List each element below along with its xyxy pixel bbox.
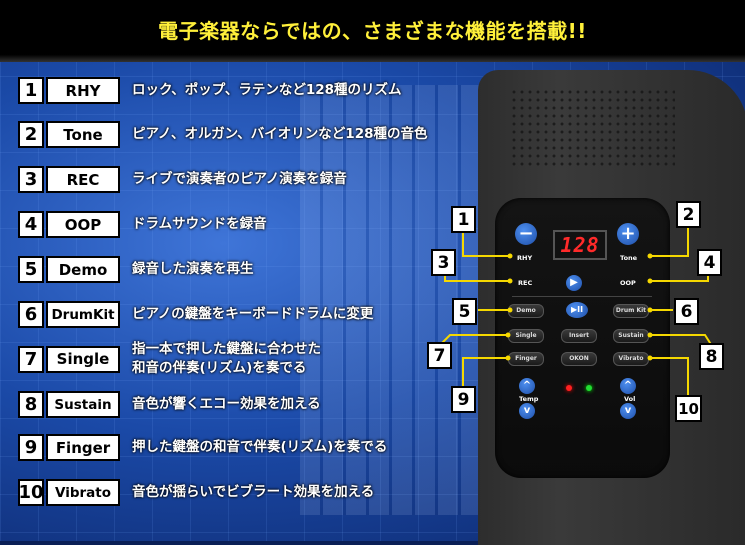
callout-4: 4 bbox=[697, 249, 722, 276]
panel-divider bbox=[512, 296, 652, 297]
feature-description: 音色が響くエコー効果を加える bbox=[132, 395, 321, 414]
play-button[interactable]: ▶ bbox=[566, 275, 582, 291]
callout-2: 2 bbox=[676, 201, 701, 228]
callout-3: 3 bbox=[431, 249, 456, 276]
callout-9: 9 bbox=[451, 386, 476, 413]
callout-10: 10 bbox=[675, 395, 702, 422]
description-line: 録音した演奏を再生 bbox=[132, 261, 254, 277]
description-line: ドラムサウンドを録音 bbox=[132, 216, 267, 232]
feature-label: OOP bbox=[46, 211, 120, 238]
feature-label: Demo bbox=[46, 256, 120, 283]
rhy-label: RHY bbox=[517, 254, 533, 262]
description-line: ロック、ポップ、ラテンなど128種のリズム bbox=[132, 82, 402, 98]
feature-label: Sustain bbox=[46, 391, 120, 418]
feature-description: ドラムサウンドを録音 bbox=[132, 215, 267, 234]
vol-up-button[interactable]: ^ bbox=[620, 378, 636, 394]
description-line: 押した鍵盤の和音で伴奏(リズム)を奏でる bbox=[132, 439, 388, 455]
red-led bbox=[566, 385, 572, 391]
header-bar bbox=[0, 0, 745, 62]
feature-number: 4 bbox=[18, 211, 44, 238]
feature-label: Vibrato bbox=[46, 479, 120, 506]
temp-down-button[interactable]: v bbox=[519, 403, 535, 419]
vol-down-button[interactable]: v bbox=[620, 403, 636, 419]
feature-description: 押した鍵盤の和音で伴奏(リズム)を奏でる bbox=[132, 438, 387, 457]
description-line: ライブで演奏者のピアノ演奏を録音 bbox=[132, 171, 347, 187]
feature-number: 9 bbox=[18, 434, 44, 461]
feature-number: 10 bbox=[18, 479, 44, 506]
sustain-button[interactable]: Sustain bbox=[613, 329, 649, 343]
green-led bbox=[586, 385, 592, 391]
insert-button[interactable]: Insert bbox=[561, 329, 597, 343]
okon-button[interactable]: OKON bbox=[561, 352, 597, 366]
description-line: 和音の伴奏(リズム)を奏でる bbox=[132, 360, 307, 376]
line-2 bbox=[650, 218, 689, 257]
feature-label: Tone bbox=[46, 121, 120, 148]
feature-description: 録音した演奏を再生 bbox=[132, 260, 254, 279]
feature-label: REC bbox=[46, 166, 120, 193]
piano-keys-backdrop bbox=[300, 85, 480, 515]
feature-number: 7 bbox=[18, 345, 44, 373]
feature-description: ライブで演奏者のピアノ演奏を録音 bbox=[132, 170, 347, 189]
callout-8: 8 bbox=[699, 343, 724, 370]
line-10 bbox=[650, 357, 689, 397]
line-1 bbox=[462, 232, 510, 257]
description-line: 指一本で押した鍵盤に合わせた bbox=[132, 341, 321, 357]
single-button[interactable]: Single bbox=[508, 329, 544, 343]
callout-6: 6 bbox=[674, 298, 699, 325]
feature-description: ピアノの鍵盤をキーボードドラムに変更 bbox=[132, 305, 373, 324]
feature-label: DrumKit bbox=[46, 301, 120, 328]
temp-label: Temp bbox=[519, 395, 539, 403]
playpause-button[interactable]: ▶II bbox=[566, 302, 588, 318]
feature-label: Single bbox=[46, 345, 120, 373]
feature-label: RHY bbox=[46, 77, 120, 104]
feature-number: 1 bbox=[18, 77, 44, 104]
feature-description: 音色が揺らいでビブラート効果を加える bbox=[132, 483, 374, 502]
description-line: 音色が揺らいでビブラート効果を加える bbox=[132, 484, 375, 500]
plus-button[interactable]: + bbox=[617, 223, 639, 245]
feature-number: 8 bbox=[18, 391, 44, 418]
tone-label: Tone bbox=[620, 254, 638, 262]
line-9 bbox=[462, 357, 508, 388]
page-title: 電子楽器ならではの、さまざまな機能を搭載!! bbox=[158, 19, 587, 43]
description-line: 音色が響くエコー効果を加える bbox=[132, 396, 321, 412]
minus-button[interactable]: − bbox=[515, 223, 537, 245]
feature-description: ロック、ポップ、ラテンなど128種のリズム bbox=[132, 81, 402, 100]
feature-description: ピアノ、オルガン、バイオリンなど128種の音色 bbox=[132, 125, 427, 144]
line-8 bbox=[650, 334, 713, 347]
callout-1: 1 bbox=[451, 206, 476, 233]
led-display: 128 bbox=[553, 230, 607, 260]
feature-number: 5 bbox=[18, 256, 44, 283]
vol-label: Vol bbox=[624, 395, 636, 403]
speaker-grille bbox=[510, 88, 675, 168]
callout-7: 7 bbox=[427, 342, 452, 369]
description-line: ピアノの鍵盤をキーボードドラムに変更 bbox=[132, 306, 374, 322]
feature-label: Finger bbox=[46, 434, 120, 461]
description-line: ピアノ、オルガン、バイオリンなど128種の音色 bbox=[132, 126, 428, 142]
temp-up-button[interactable]: ^ bbox=[519, 378, 535, 394]
callout-5: 5 bbox=[452, 298, 477, 325]
line-7 bbox=[439, 334, 508, 346]
feature-number: 2 bbox=[18, 121, 44, 148]
feature-description: 指一本で押した鍵盤に合わせた和音の伴奏(リズム)を奏でる bbox=[132, 340, 321, 378]
rec-label: REC bbox=[518, 279, 533, 287]
feature-number: 3 bbox=[18, 166, 44, 193]
oop-label: OOP bbox=[620, 279, 636, 287]
feature-number: 6 bbox=[18, 301, 44, 328]
